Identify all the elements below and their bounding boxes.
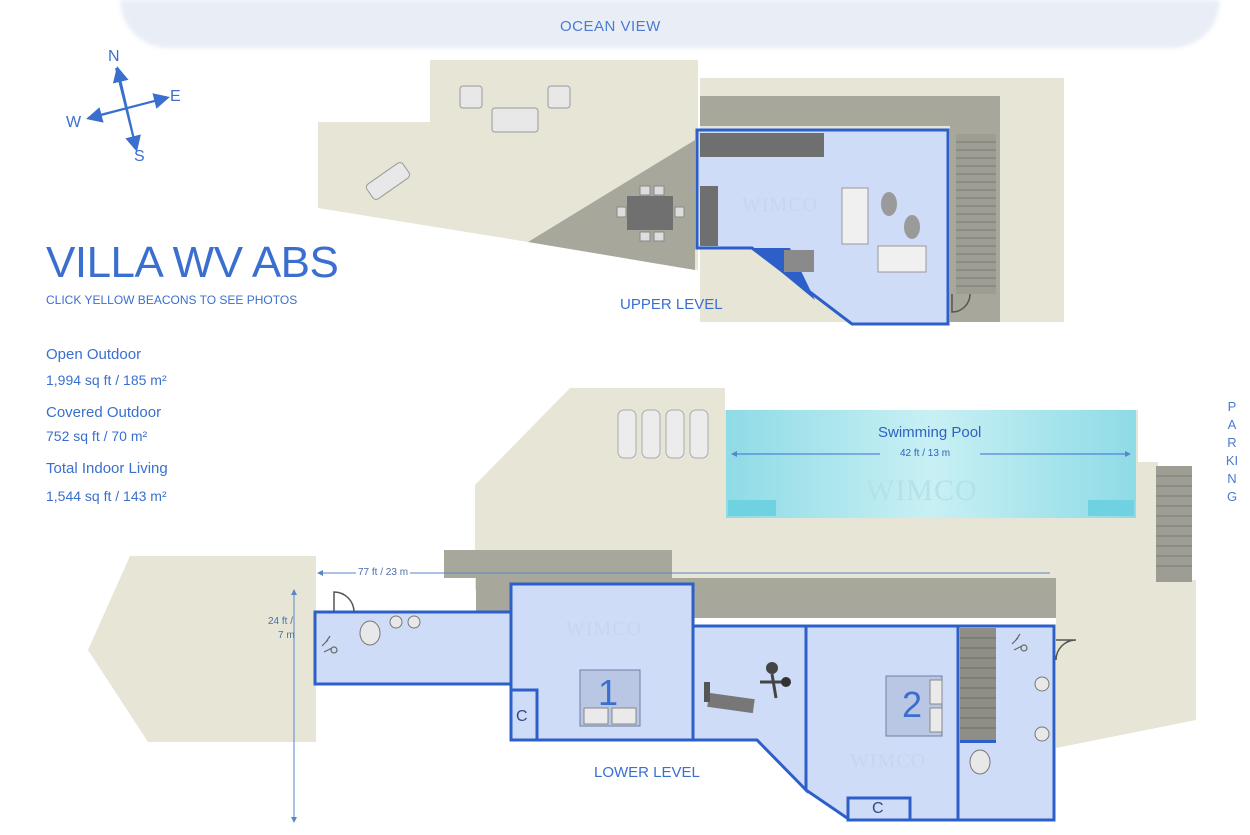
sofa-upper-2	[877, 245, 927, 273]
upper-level-plan	[318, 60, 1064, 326]
gym-equipment	[704, 662, 791, 714]
stat-open-value: 1,994 sq ft / 185 m²	[46, 372, 167, 388]
swimming-pool	[726, 410, 1136, 518]
upper-door	[951, 293, 971, 313]
lower-level-label: LOWER LEVEL	[594, 764, 700, 781]
parking-label: PARKING	[1225, 399, 1239, 504]
compass-e: E	[170, 88, 181, 105]
bedroom-1-number: 1	[598, 672, 619, 713]
compass	[86, 66, 170, 152]
width-dimension-label: 77 ft / 23 m	[356, 567, 411, 578]
lower-covered-1	[444, 550, 672, 578]
upper-roof-strip	[700, 96, 1000, 126]
lower-door-2	[1055, 639, 1077, 661]
closet-2-label: C	[872, 800, 884, 817]
toilet-2	[969, 749, 991, 775]
sink-2b	[1034, 726, 1050, 742]
pool-dimension: 42 ft / 13 m	[900, 448, 951, 459]
stat-open-label: Open Outdoor	[46, 346, 142, 363]
compass-s: S	[134, 148, 145, 165]
watermark-upper: WIMCO	[742, 194, 819, 216]
lounge-chair-2	[547, 85, 571, 109]
stat-indoor-label: Total Indoor Living	[46, 460, 168, 477]
upper-stairs	[956, 134, 996, 294]
stove	[784, 250, 814, 272]
compass-n: N	[108, 48, 120, 65]
pool-steps-left	[728, 500, 776, 516]
lounge-chair-1	[459, 85, 483, 109]
watermark-lower-2: WIMCO	[850, 750, 927, 772]
depth-dimension-line1: 24 ft /	[268, 616, 294, 627]
villa-title: VILLA WV ABS	[46, 238, 339, 287]
depth-dimension-line2: 7 m	[278, 630, 295, 641]
sink-2a	[1034, 676, 1050, 692]
sun-loungers	[617, 409, 709, 459]
sink-1b	[407, 615, 421, 629]
kitchen-counter	[700, 133, 824, 157]
watermark-pool: WIMCO	[866, 474, 978, 507]
stat-covered-value: 752 sq ft / 70 m²	[46, 428, 148, 444]
lounge-sofa	[491, 107, 539, 133]
sofa-upper	[841, 187, 869, 245]
closet-1	[509, 688, 539, 742]
compass-west-line	[86, 97, 167, 123]
watermark-lower-1: WIMCO	[566, 618, 643, 640]
chair-upper-1	[881, 192, 897, 216]
kitchen-island	[700, 186, 718, 246]
pool-steps-right	[1088, 500, 1134, 516]
sink-1a	[389, 615, 403, 629]
closet-1-label: C	[516, 708, 528, 725]
stat-indoor-value: 1,544 sq ft / 143 m²	[46, 488, 167, 504]
ocean-view-label: OCEAN VIEW	[560, 18, 661, 35]
toilet-1	[359, 620, 381, 646]
bedroom-2-number: 2	[902, 684, 923, 725]
sun-lounger-upper	[365, 162, 411, 200]
lower-door-1	[333, 591, 355, 613]
upper-level-label: UPPER LEVEL	[620, 296, 723, 313]
upper-covered-area	[528, 140, 695, 270]
lower-level-plan	[88, 388, 1196, 823]
parking-stairs	[1156, 466, 1192, 582]
ocean-band	[120, 0, 1220, 48]
compass-w: W	[66, 114, 82, 131]
villa-subtitle[interactable]: CLICK YELLOW BEACONS TO SEE PHOTOS	[46, 293, 298, 307]
stat-covered-label: Covered Outdoor	[46, 404, 162, 421]
upper-wall-wedge	[752, 248, 815, 300]
shower-1	[321, 635, 338, 654]
chair-upper-2	[904, 215, 920, 239]
closet-2	[846, 796, 912, 822]
lower-stairs	[960, 628, 996, 740]
dining-table	[627, 196, 673, 230]
shower-2	[1011, 633, 1028, 652]
upper-interior	[695, 128, 950, 326]
pool-title: Swimming Pool	[878, 424, 982, 441]
lower-left-deck	[88, 556, 316, 742]
